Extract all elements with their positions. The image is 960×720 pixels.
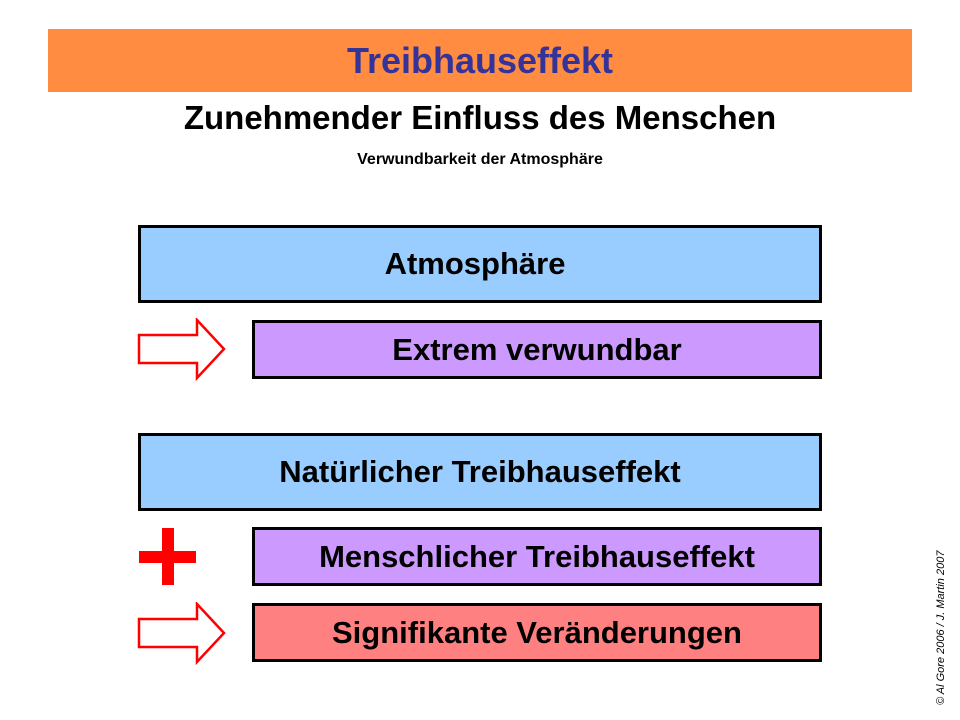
box-significant-changes: Signifikante Veränderungen [252,603,822,662]
box-label: Signifikante Veränderungen [332,614,742,650]
box-atmosphere: Atmosphäre [138,225,822,303]
title-banner: Treibhauseffekt [48,29,912,92]
box-label: Natürlicher Treibhauseffekt [279,454,681,489]
box-label: Atmosphäre [384,246,566,281]
right-arrow-icon [137,318,226,382]
box-natural-greenhouse: Natürlicher Treibhauseffekt [138,433,822,511]
copyright-notice: © Al Gore 2006 / J. Martin 2007 [935,550,947,705]
right-arrow-icon [137,602,226,666]
box-extremely-vulnerable: Extrem verwundbar [252,320,822,379]
box-human-greenhouse: Menschlicher Treibhauseffekt [252,527,822,586]
box-label: Menschlicher Treibhauseffekt [319,538,755,574]
page-title: Treibhauseffekt [346,39,614,81]
plus-icon [139,528,196,585]
box-label: Extrem verwundbar [392,331,682,367]
subtitle: Zunehmender Einfluss des Menschen [183,99,777,136]
caption: Verwundbarkeit der Atmosphäre [357,151,603,168]
